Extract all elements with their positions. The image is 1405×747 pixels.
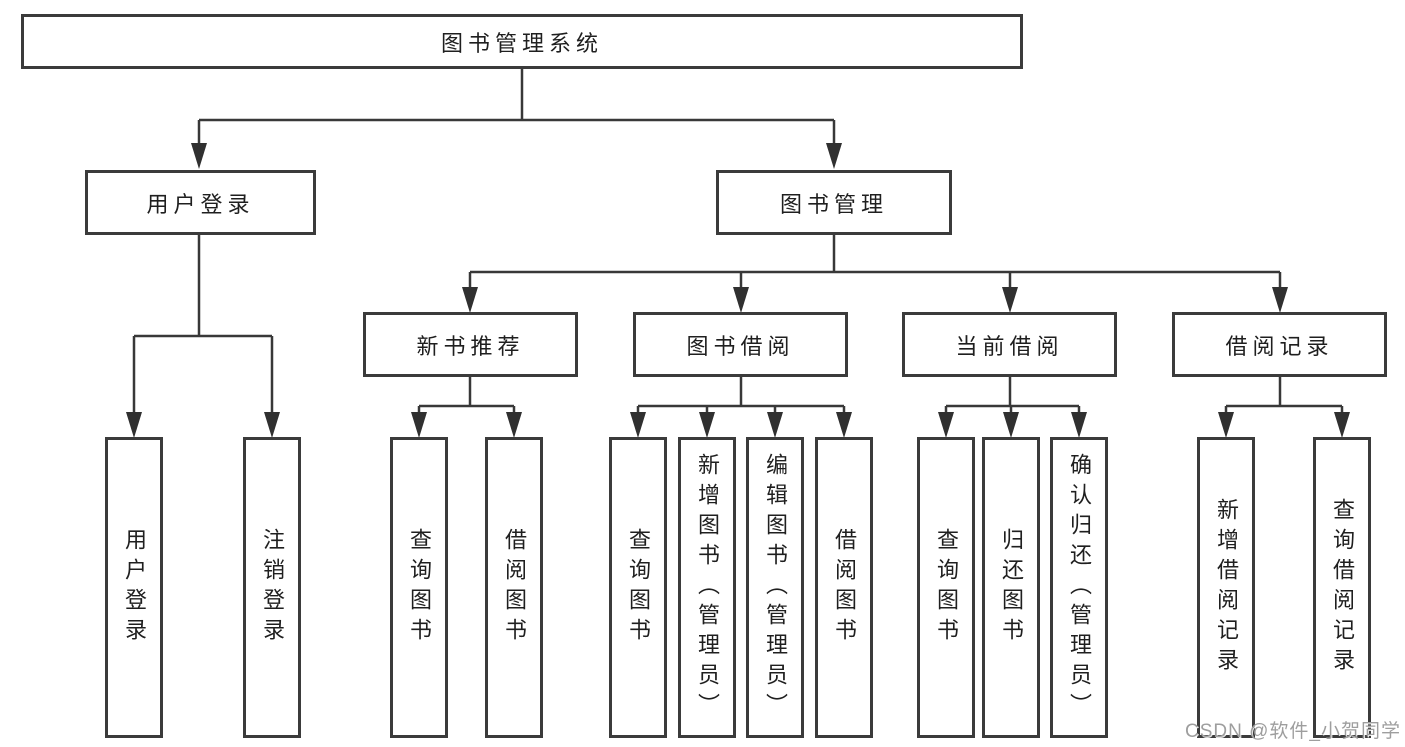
node-branch-book-borrow: 图书借阅 xyxy=(633,312,848,377)
connector-book-borrow xyxy=(636,377,846,416)
leaf-label: 新增借阅记录 xyxy=(1214,497,1239,678)
node-leaf-add-borrow-record: 新增借阅记录 xyxy=(1197,437,1255,738)
node-leaf-edit-books-admin: 编辑图书（管理员） xyxy=(746,437,804,738)
connector-user-login xyxy=(132,235,274,416)
leaf-label: 借阅图书 xyxy=(502,527,527,648)
leaf-label: 注销登录 xyxy=(260,527,285,648)
connector-current-borrow xyxy=(944,377,1081,416)
leaf-label: 查询图书 xyxy=(407,527,432,648)
node-leaf-logout: 注销登录 xyxy=(243,437,301,738)
node-leaf-return-books: 归还图书 xyxy=(982,437,1040,738)
node-leaf-query-books-2: 查询图书 xyxy=(609,437,667,738)
node-leaf-query-books-1: 查询图书 xyxy=(390,437,448,738)
leaf-label: 查询图书 xyxy=(626,527,651,648)
node-book-mgmt: 图书管理 xyxy=(716,170,952,235)
leaf-label: 确认归还（管理员） xyxy=(1067,452,1092,723)
connector-root xyxy=(197,69,836,147)
leaf-label: 新增图书（管理员） xyxy=(695,452,720,723)
leaf-label: 查询借阅记录 xyxy=(1330,497,1355,678)
leaf-label: 编辑图书（管理员） xyxy=(763,452,788,723)
node-leaf-confirm-return-admin: 确认归还（管理员） xyxy=(1050,437,1108,738)
leaf-label: 查询图书 xyxy=(934,527,959,648)
connector-new-books xyxy=(417,377,516,416)
node-branch-new-books: 新书推荐 xyxy=(363,312,578,377)
node-leaf-user-login: 用户登录 xyxy=(105,437,163,738)
leaf-label: 借阅图书 xyxy=(832,527,857,648)
leaf-label: 归还图书 xyxy=(999,527,1024,648)
leaf-label: 用户登录 xyxy=(122,527,147,648)
connector-book-mgmt xyxy=(468,235,1282,291)
node-leaf-query-borrow-record: 查询借阅记录 xyxy=(1313,437,1371,738)
watermark-text: CSDN @软件_小贺同学 xyxy=(1185,721,1401,742)
connector-borrow-records xyxy=(1224,377,1344,416)
node-leaf-borrow-books-2: 借阅图书 xyxy=(815,437,873,738)
node-branch-current-borrow: 当前借阅 xyxy=(902,312,1117,377)
node-leaf-borrow-books-1: 借阅图书 xyxy=(485,437,543,738)
node-root: 图书管理系统 xyxy=(21,14,1023,69)
node-branch-borrow-records: 借阅记录 xyxy=(1172,312,1387,377)
node-leaf-query-books-3: 查询图书 xyxy=(917,437,975,738)
node-leaf-add-books-admin: 新增图书（管理员） xyxy=(678,437,736,738)
node-user-login: 用户登录 xyxy=(85,170,316,235)
